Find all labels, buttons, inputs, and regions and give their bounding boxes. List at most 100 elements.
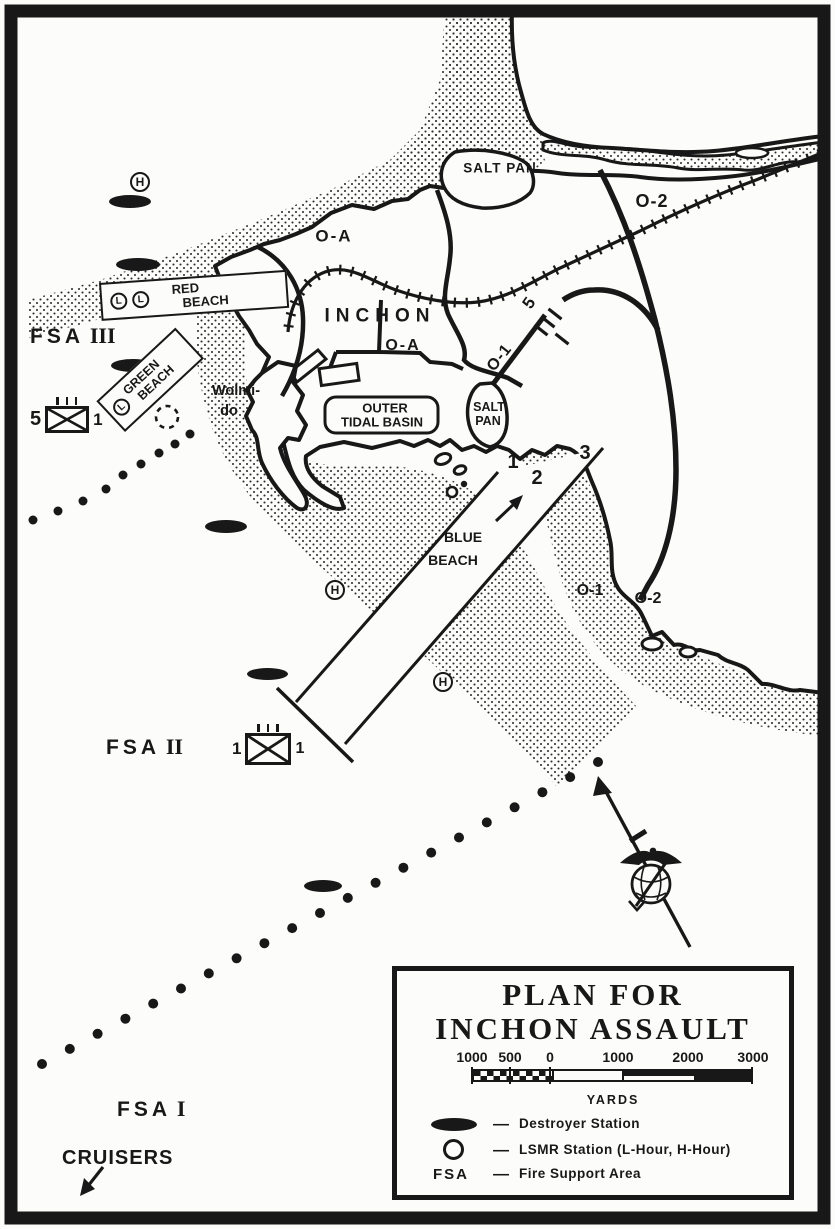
boundary-dot xyxy=(315,908,325,918)
railroad-tick xyxy=(520,281,528,292)
green-beach-dashed-arc xyxy=(154,404,180,430)
label-salt-pan-south-line1: SALT xyxy=(473,399,505,414)
lsmr-l-station: L xyxy=(109,291,128,310)
label-beach-number-1: 1 xyxy=(507,451,519,473)
railroad-tick xyxy=(542,270,549,281)
label-inchon: INCHON xyxy=(324,305,436,327)
small-dot xyxy=(460,480,468,488)
boundary-dot xyxy=(203,968,214,979)
creek-islet xyxy=(734,146,770,160)
fsa-1-prefix: FSA xyxy=(117,1098,171,1121)
scale-tick-label: 1000 xyxy=(602,1049,634,1065)
boundary-dot xyxy=(120,1013,131,1024)
lsmr-h-station: H xyxy=(325,580,345,600)
scale-tick-label: 1000 xyxy=(456,1049,488,1065)
railroad-tick xyxy=(289,299,300,306)
scale-tick xyxy=(751,1067,753,1084)
map-title-line1: PLAN FOR xyxy=(502,977,684,1012)
unit-box xyxy=(245,724,292,765)
railroad-tick xyxy=(716,189,723,200)
scale-unit: YARDS xyxy=(586,1093,640,1107)
label-o1-coast: O-1 xyxy=(576,582,604,599)
label-blue-beach-line1: BLUE xyxy=(443,529,483,545)
label-basin-line2: TIDAL BASIN xyxy=(340,414,424,430)
scale-tick-label: 2000 xyxy=(672,1049,704,1065)
fsa-3-prefix: FSA xyxy=(30,325,84,348)
railroad-tick xyxy=(552,265,560,275)
fsa-1-numeral: I xyxy=(176,1096,186,1121)
legend-destroyer-label: Destroyer Station xyxy=(519,1116,641,1131)
boundary-dot xyxy=(231,953,242,964)
red-beach-label: RED BEACH xyxy=(165,279,229,311)
usmc-emblem xyxy=(593,776,692,948)
railroad-tick xyxy=(360,270,367,281)
label-fsa-2: FSA II xyxy=(106,736,183,759)
railroad-tick xyxy=(705,194,712,205)
unit-symbol-5-1: 5 1 xyxy=(30,397,103,433)
railroad-tick xyxy=(585,249,592,260)
scale-bar-section xyxy=(622,1071,694,1080)
road-hash-marks xyxy=(533,307,570,346)
lsmr-small-station xyxy=(445,485,459,499)
boundary-dot xyxy=(537,787,548,798)
railroad-tick xyxy=(783,162,790,173)
railroad-tick xyxy=(639,224,647,235)
scale-bar-section xyxy=(552,1071,622,1080)
boundary-dot xyxy=(176,983,186,994)
railroad-ticks xyxy=(283,148,823,328)
scale-tick-label: 3000 xyxy=(737,1049,769,1065)
boundary-dot xyxy=(398,862,409,873)
mainland xyxy=(213,156,826,695)
railroad-tick xyxy=(738,180,745,191)
unit-left-number: 5 xyxy=(30,408,42,430)
railroad-tick xyxy=(285,311,297,317)
boundary-dot xyxy=(53,506,63,516)
scale-tick xyxy=(509,1067,511,1084)
scale-tick xyxy=(549,1067,551,1084)
railroad-tick xyxy=(629,229,636,240)
railroad-tick xyxy=(382,280,389,291)
scale-bar xyxy=(472,1069,753,1082)
label-salt-pan-north: SALT PAN xyxy=(463,160,537,176)
boundary-dot xyxy=(454,832,464,843)
boundary-dot xyxy=(342,892,353,903)
boundary-dot xyxy=(78,496,88,506)
railroad-tick xyxy=(453,297,457,308)
unit-right-number: 1 xyxy=(295,740,305,757)
islet xyxy=(433,452,453,466)
water-stipple-southeast xyxy=(508,440,824,736)
boundary-dot xyxy=(287,923,298,934)
label-beach-number-3: 3 xyxy=(579,442,591,464)
legend-dash: — xyxy=(493,1116,509,1133)
boundary-dot xyxy=(185,429,195,439)
railroad-tick xyxy=(694,198,701,209)
unit-right-number: 1 xyxy=(93,409,103,429)
islet xyxy=(678,645,698,659)
h-letter: H xyxy=(438,675,448,689)
label-fsa-3: FSA III xyxy=(30,325,116,348)
boundary-dot xyxy=(64,1043,75,1054)
scale-tick-label: 0 xyxy=(546,1049,554,1065)
islet xyxy=(452,464,468,476)
scale-bar-checker xyxy=(474,1071,552,1080)
label-fsa-1: FSA I xyxy=(117,1096,186,1121)
boundary-dot xyxy=(565,772,576,783)
scale-bar-section xyxy=(694,1071,751,1080)
lsmr-h-station: H xyxy=(130,172,150,192)
legend-lsmr-icon xyxy=(443,1139,464,1160)
water-stipple-central xyxy=(195,290,637,788)
legend-destroyer-icon xyxy=(431,1118,477,1131)
destroyer-station-marker xyxy=(205,520,247,533)
fsa-boundary-dots-main xyxy=(37,757,603,1069)
railroad-tick xyxy=(417,291,422,303)
l-letter: L xyxy=(115,400,128,413)
boundary-dot xyxy=(481,817,492,828)
railroad-tick xyxy=(326,265,331,277)
railroad-tick xyxy=(488,294,493,305)
railroad-tick xyxy=(672,208,679,219)
h-letter: H xyxy=(330,583,340,597)
railroad-tick xyxy=(750,176,756,187)
unit-left-number: 1 xyxy=(232,739,242,758)
boundary-dot xyxy=(259,938,270,949)
